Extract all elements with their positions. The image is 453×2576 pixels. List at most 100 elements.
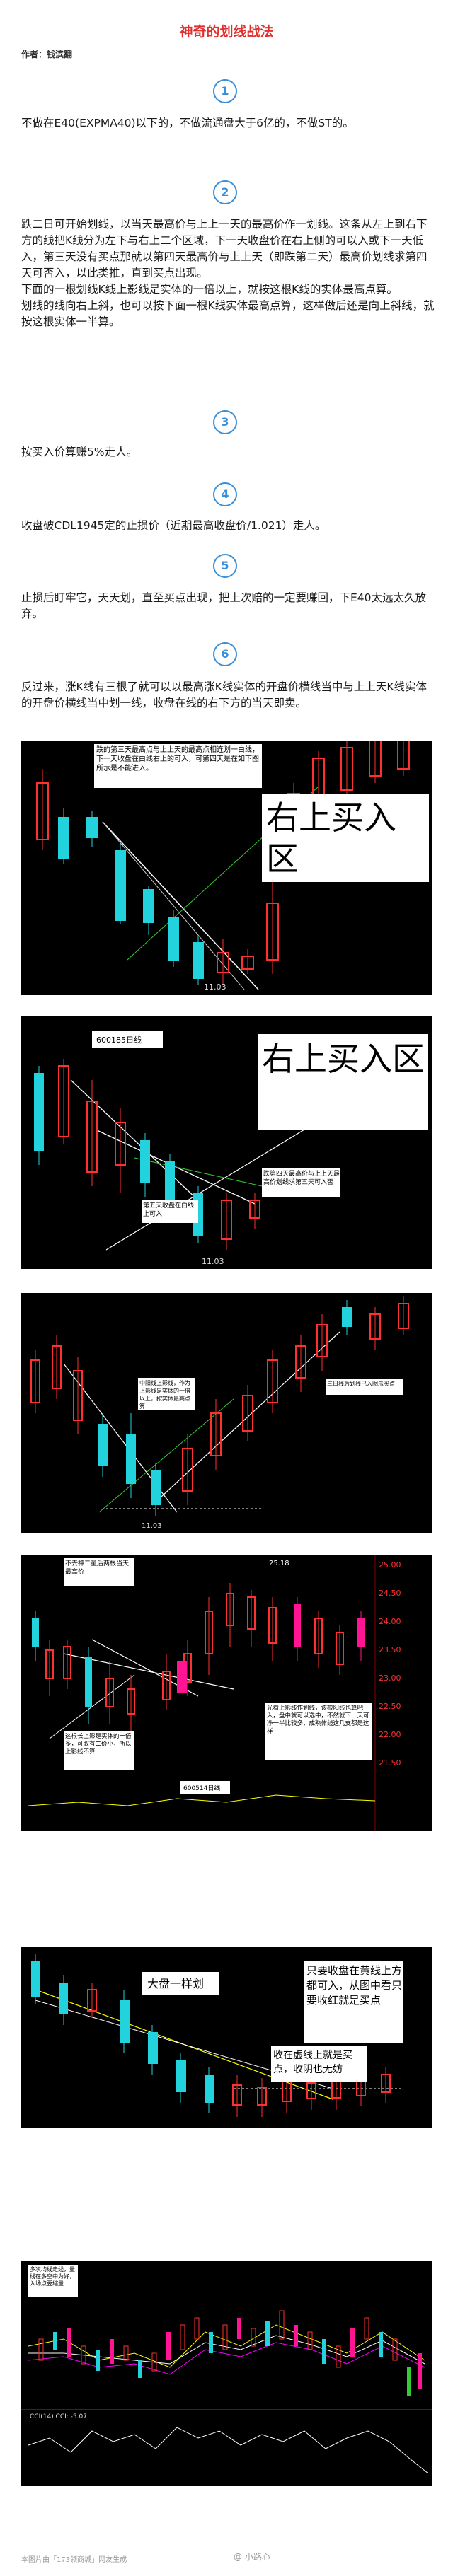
price-tick: 25.00: [379, 1560, 401, 1570]
figure-1-svg: 跌的第三天最高点与上上天的最高点相连划一白线，下一天收盘在白线右上的可入，可第四…: [21, 741, 432, 995]
figure-3-kline-chart: 中阳线上影线，作为上影线是实体的一倍以上，按实体最高点算 三日线后划线已入图示买…: [21, 1293, 432, 1533]
figure-4-svg: 25.18 25.00 24.50 24.00 23.50 23.00 22.5…: [21, 1555, 432, 1831]
step-2-paragraph: 下面的一根划线K线上影线是实体的一倍以上，就按这根K线的实体最高点算。: [21, 283, 398, 296]
candle-up: [226, 1593, 234, 1626]
candle-up: [267, 1359, 278, 1403]
candle-up: [81, 2345, 86, 2365]
candle-down: [177, 1661, 187, 1693]
candle-up: [249, 1200, 260, 1219]
candle-down: [140, 1140, 150, 1183]
candle-up: [194, 2317, 200, 2340]
candle-down: [126, 1434, 136, 1484]
price-tick: 22.50: [379, 1702, 401, 1711]
step-number-badge: 4: [213, 482, 237, 506]
ma-line: [28, 2342, 425, 2375]
candle-up: [251, 2328, 256, 2347]
candle-up: [241, 956, 254, 970]
candle-up: [217, 952, 229, 973]
candle-up: [266, 903, 279, 961]
step-6-paragraph: 反过来，涨K线有三根了就可以以最高涨K线实体的开盘价横线当中与上上天K线实体的开…: [21, 680, 427, 709]
candle-down: [193, 942, 204, 979]
figure-3-svg: 中阳线上影线，作为上影线是实体的一倍以上，按实体最高点算 三日线后划线已入图示买…: [21, 1293, 432, 1533]
candle-up: [180, 2324, 185, 2350]
candle-down: [176, 2060, 186, 2092]
candle-down: [86, 817, 98, 838]
candle-up: [398, 1303, 409, 1329]
candle-up: [58, 1065, 69, 1137]
candle-up: [279, 2310, 285, 2340]
date-label: 11.03: [204, 982, 226, 992]
candle-up: [182, 1448, 193, 1492]
candle-up: [105, 1678, 114, 1707]
article-author: 作者：钱滨翻: [21, 50, 73, 59]
candle-down: [59, 1983, 68, 2014]
footer-source: 本图片由「173领商城」网友生成: [21, 2556, 127, 2564]
candle-down: [165, 1161, 175, 1200]
figure-5-label3: 收在虚线上就是买点，收阴也无妨: [273, 2050, 352, 2075]
candle-up: [221, 1200, 232, 1240]
candle-up: [36, 782, 49, 840]
figure-4-note1: 不去神二量后两根当天最高价: [65, 1560, 130, 1576]
figure-3-note2: 三日线后划线已入图示买点: [327, 1381, 395, 1387]
candle-up: [115, 1122, 126, 1166]
price-tick: 23.00: [379, 1673, 401, 1683]
candle-down: [166, 2332, 171, 2360]
step-5-paragraph: 止损后盯牢它，天天划，直至买点出现，把上次赔的一定要赚回，下E40太远太久放弃。: [21, 591, 427, 620]
annotation-box: [326, 1379, 403, 1395]
candle-up: [38, 2338, 44, 2361]
annotation-box: [142, 1972, 219, 1995]
candle-down: [418, 2353, 422, 2389]
step-number-badge: 3: [213, 410, 237, 434]
trend-line: [102, 821, 245, 990]
annotation-box: [142, 1200, 198, 1223]
price-tick: 21.50: [379, 1758, 401, 1768]
candle-down: [115, 850, 126, 921]
trend-line: [105, 1129, 305, 1251]
volume-line: [28, 1794, 376, 1806]
figure-5-label1: 大盘一样划: [147, 1977, 204, 1990]
candle-down: [34, 1073, 44, 1151]
price-tick: 22.00: [379, 1730, 401, 1739]
date-label: 11.03: [202, 1257, 224, 1266]
step-2-paragraph: 跌二日可开始划线，以当天最高价与上上一天的最高价作一划线。这条从左上到右下方的线…: [21, 218, 428, 279]
candle-up: [222, 2324, 228, 2350]
candle-down: [120, 2000, 130, 2043]
candle-down: [294, 2325, 298, 2346]
candle-down: [110, 2339, 114, 2364]
step-1-text: 不做在E40(EXPMA40)以下的，不做流通盘大于6亿的，不做ST的。: [21, 115, 435, 132]
step-2-paragraph: 划线的线向右上斜，也可以按下面一根K线实体最高点算，这样做后还是向上斜线，就按这…: [21, 299, 435, 328]
candle-down: [322, 2339, 326, 2364]
annotation-box: [304, 1961, 403, 2043]
step-4-text: 收盘破CDL1945定的止损价（近期最高收盘价/1.021）走人。: [21, 518, 435, 534]
annotation-box: [258, 1034, 428, 1130]
candle-down: [265, 2321, 270, 2346]
candle-up: [210, 1412, 222, 1456]
candle-down: [143, 889, 154, 923]
figure-4-note2: 这根长上影是实体的一倍多，可取有二价小，所以上影线不算: [65, 1733, 132, 1756]
figure-2-kline-chart: 600185日线 右上买入区 跌第四天最高价与上上天最高价划线求第五天可入否 第…: [21, 1016, 432, 1269]
candle-up: [63, 1646, 71, 1679]
annotation-box: [271, 2046, 367, 2082]
figure-4-kline-chart: 25.18 25.00 24.50 24.00 23.50 23.00 22.5…: [21, 1555, 432, 1831]
candle-down: [67, 2328, 71, 2357]
step-number-badge: 1: [213, 79, 237, 103]
candle-up: [340, 747, 353, 791]
figure-1-note: 跌的第三天最高点与上上天的最高点相连划一白线，下一天收盘在白线右上的可入，可第四…: [96, 746, 259, 772]
candle-down: [96, 2350, 100, 2371]
candle-down: [209, 2332, 213, 2353]
candle-down: [31, 1961, 40, 1997]
candle-up: [364, 2317, 369, 2340]
trend-line: [151, 1331, 340, 1506]
candle-down: [342, 1307, 352, 1327]
candle-down: [294, 1604, 301, 1647]
annotation-box: [180, 1781, 230, 1794]
figure-6-kline-chart: 多次均线走线，量线在多空中为好，入场点要缩量 CCI(14) CCI: -5.0…: [21, 2261, 432, 2486]
candle-down: [350, 2328, 355, 2357]
price-tick: 23.50: [379, 1645, 401, 1654]
step-number-badge: 2: [213, 180, 237, 204]
candle-up: [392, 2338, 398, 2361]
candle-down: [32, 1618, 39, 1647]
top-value: 25.18: [269, 1560, 289, 1567]
candle-up: [232, 2084, 242, 2106]
figure-1-big-label: 右上买入区: [266, 799, 396, 878]
